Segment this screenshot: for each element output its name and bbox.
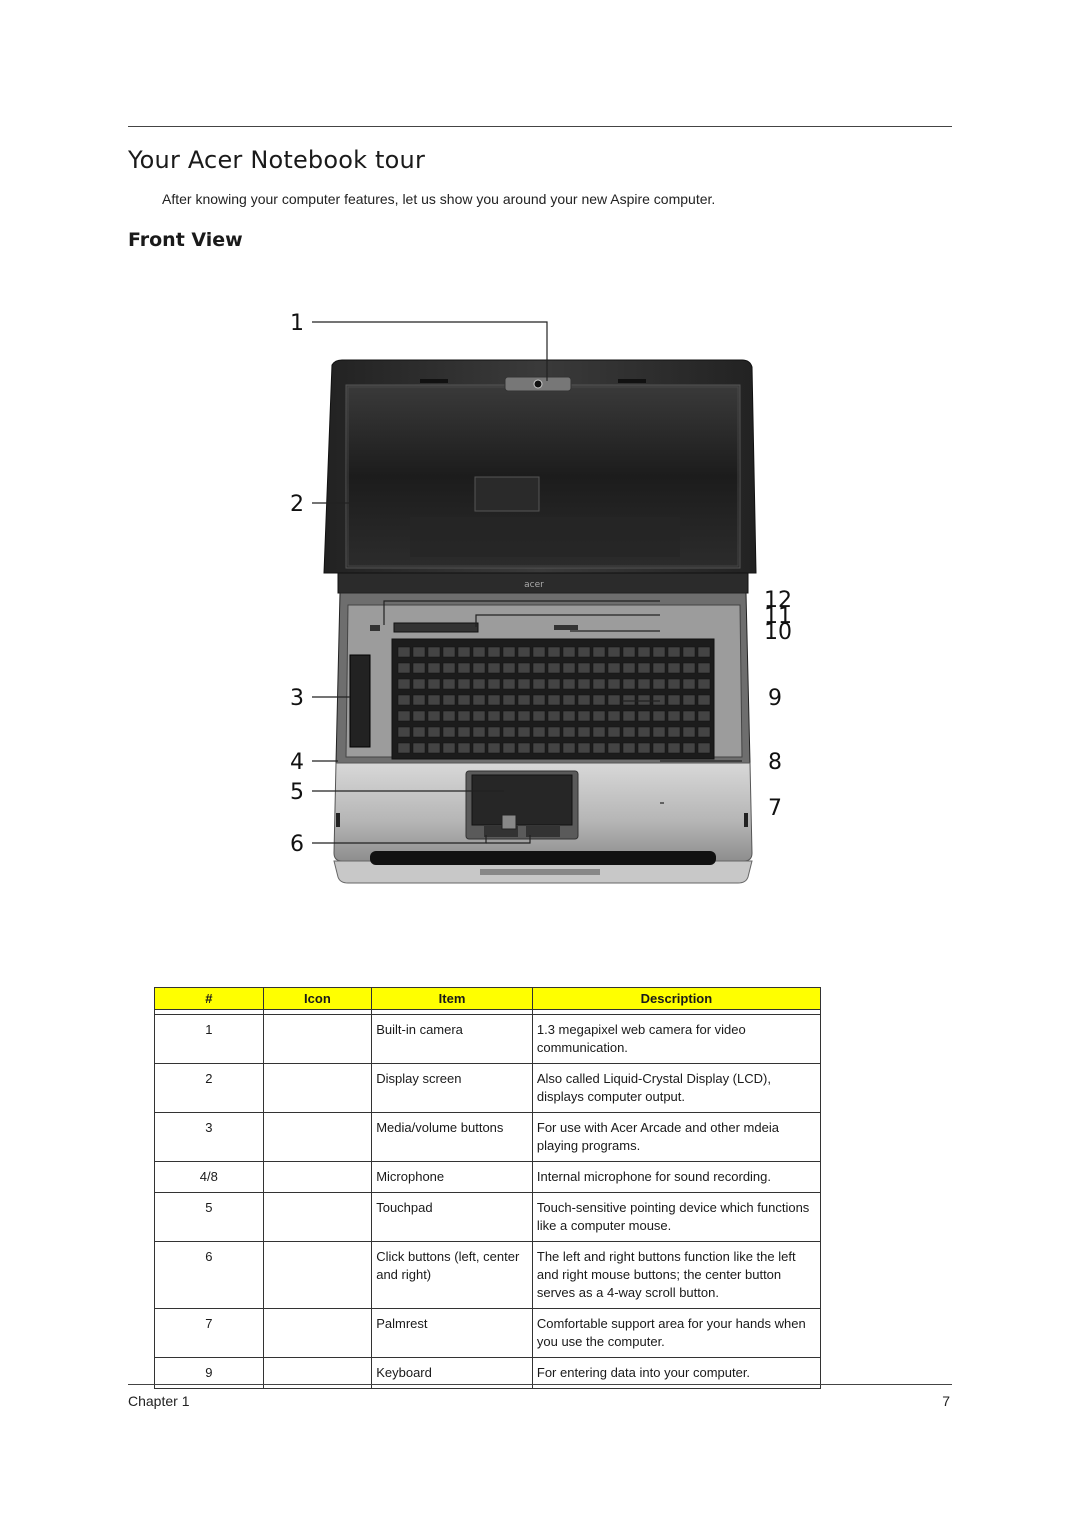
front-view-table: # Icon Item Description 1 Built-in camer… bbox=[154, 987, 822, 1389]
callout-11: 11 bbox=[764, 604, 792, 629]
row-number: 1 bbox=[154, 1014, 264, 1064]
callout-3: 3 bbox=[290, 686, 304, 711]
row-description: For entering data into your computer. bbox=[531, 1357, 822, 1389]
row-icon bbox=[262, 1192, 373, 1242]
row-number: 4/8 bbox=[154, 1161, 264, 1193]
row-description: Internal microphone for sound recording. bbox=[531, 1161, 822, 1193]
row-number: 5 bbox=[154, 1192, 264, 1242]
row-item: Keyboard bbox=[371, 1357, 533, 1389]
section-title: Front View bbox=[128, 229, 243, 251]
row-number: 7 bbox=[154, 1308, 264, 1358]
row-item: Media/volume buttons bbox=[371, 1112, 533, 1162]
table-row: 6 Click buttons (left, center and right)… bbox=[154, 1241, 822, 1309]
callout-6: 6 bbox=[290, 832, 304, 857]
callout-8: 8 bbox=[768, 750, 782, 775]
row-item: Touchpad bbox=[371, 1192, 533, 1242]
row-icon bbox=[262, 1357, 373, 1389]
footer-rule bbox=[128, 1384, 952, 1385]
table-row: 3 Media/volume buttons For use with Acer… bbox=[154, 1112, 822, 1162]
notebook-front-view-figure: acer bbox=[290, 311, 792, 884]
keyboard-keys bbox=[397, 646, 711, 754]
row-icon bbox=[262, 1161, 373, 1193]
row-item: Display screen bbox=[371, 1063, 533, 1113]
intro-text: After knowing your computer features, le… bbox=[162, 191, 716, 207]
row-icon bbox=[262, 1014, 373, 1064]
row-description: Also called Liquid-Crystal Display (LCD)… bbox=[531, 1063, 822, 1113]
row-item: Microphone bbox=[371, 1161, 533, 1193]
callout-lines bbox=[312, 321, 742, 844]
row-description: Touch-sensitive pointing device which fu… bbox=[531, 1192, 822, 1242]
palmrest bbox=[333, 762, 753, 862]
row-number: 3 bbox=[154, 1112, 264, 1162]
col-description-header: Description bbox=[531, 987, 822, 1010]
page-number: 7 bbox=[942, 1393, 950, 1409]
display-lid bbox=[323, 359, 757, 574]
table-row: 5 Touchpad Touch-sensitive pointing devi… bbox=[154, 1192, 822, 1242]
row-description: 1.3 megapixel web camera for video commu… bbox=[531, 1014, 822, 1064]
footer-chapter: Chapter 1 bbox=[128, 1393, 190, 1409]
col-number-header: # bbox=[154, 987, 264, 1010]
table-row: 4/8 Microphone Internal microphone for s… bbox=[154, 1161, 822, 1193]
callout-10: 10 bbox=[764, 620, 792, 645]
table-header-row: # Icon Item Description bbox=[154, 987, 822, 1010]
col-icon-header: Icon bbox=[262, 987, 373, 1010]
table-row: 1 Built-in camera 1.3 megapixel web came… bbox=[154, 1014, 822, 1064]
table-row: 7 Palmrest Comfortable support area for … bbox=[154, 1308, 822, 1358]
logo-mark: acer bbox=[524, 580, 544, 590]
row-number: 9 bbox=[154, 1357, 264, 1389]
row-icon bbox=[262, 1063, 373, 1113]
row-description: The left and right buttons function like… bbox=[531, 1241, 822, 1309]
callout-2: 2 bbox=[290, 492, 304, 517]
row-number: 2 bbox=[154, 1063, 264, 1113]
header-rule bbox=[128, 126, 952, 127]
callout-12: 12 bbox=[764, 588, 792, 613]
row-description: Comfortable support area for your hands … bbox=[531, 1308, 822, 1358]
callout-5: 5 bbox=[290, 780, 304, 805]
callout-4: 4 bbox=[290, 750, 304, 775]
table-row: 9 Keyboard For entering data into your c… bbox=[154, 1357, 822, 1389]
row-item: Built-in camera bbox=[371, 1014, 533, 1064]
table-row: 2 Display screen Also called Liquid-Crys… bbox=[154, 1063, 822, 1113]
callout-7: 7 bbox=[768, 796, 782, 821]
table-spacer-row bbox=[154, 1009, 822, 1015]
col-item-header: Item bbox=[371, 987, 533, 1010]
callout-1: 1 bbox=[290, 311, 304, 336]
row-number: 6 bbox=[154, 1241, 264, 1309]
row-item: Palmrest bbox=[371, 1308, 533, 1358]
callout-9: 9 bbox=[768, 686, 782, 711]
row-icon bbox=[262, 1112, 373, 1162]
row-item: Click buttons (left, center and right) bbox=[371, 1241, 533, 1309]
page-title: Your Acer Notebook tour bbox=[128, 146, 426, 174]
front-edge bbox=[333, 851, 753, 884]
row-icon bbox=[262, 1241, 373, 1309]
row-icon bbox=[262, 1308, 373, 1358]
base-deck bbox=[335, 592, 751, 764]
row-description: For use with Acer Arcade and other mdeia… bbox=[531, 1112, 822, 1162]
